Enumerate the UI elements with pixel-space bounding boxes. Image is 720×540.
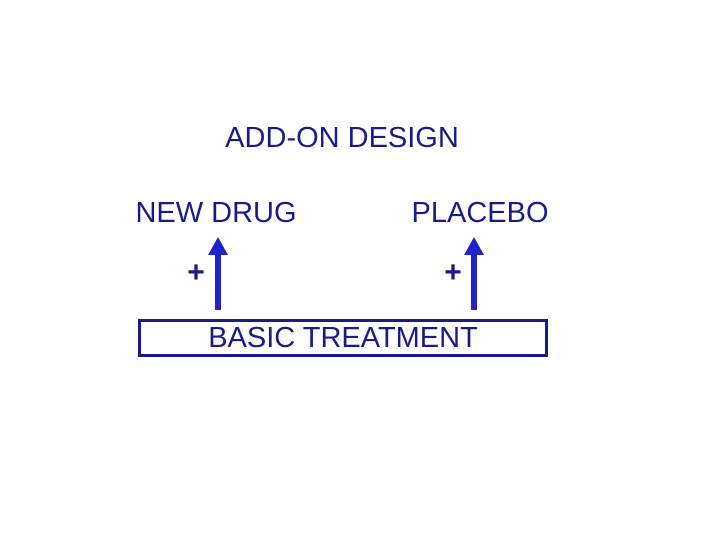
up-arrow-icon (208, 237, 228, 310)
basic-treatment-label: BASIC TREATMENT (208, 321, 478, 354)
arm-label-new-drug: NEW DRUG (135, 197, 297, 229)
arm-label-placebo: PLACEBO (411, 197, 549, 229)
arrow-shaft (471, 253, 477, 310)
plus-sign-placebo: + (444, 256, 462, 289)
slide-title: ADD-ON DESIGN (225, 122, 459, 154)
arrow-shaft (215, 253, 221, 310)
plus-sign-new-drug: + (187, 256, 205, 289)
arrow-head (208, 237, 228, 255)
arrow-head (464, 237, 484, 255)
basic-treatment-box: BASIC TREATMENT (138, 319, 548, 357)
up-arrow-icon (464, 237, 484, 310)
